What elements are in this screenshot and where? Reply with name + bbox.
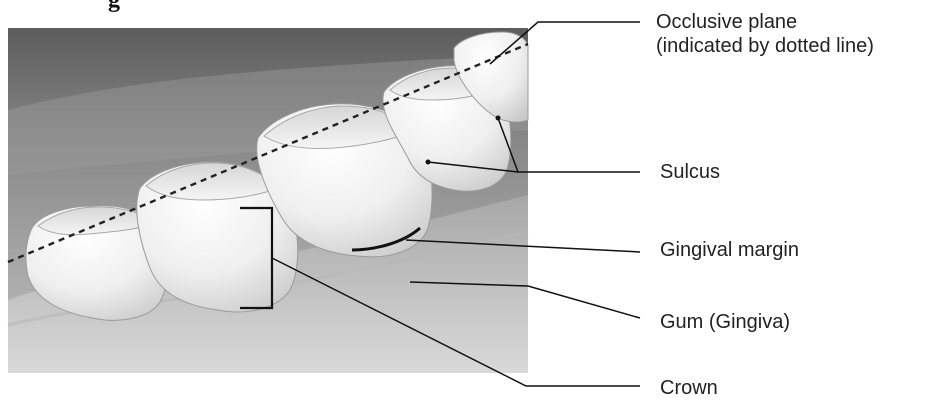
gingival-margin-label: Gingival margin — [660, 238, 799, 262]
occlusive-plane-label: Occlusive plane (indicated by dotted lin… — [656, 10, 874, 58]
occlusive-plane-label-line-1: Occlusive plane — [656, 10, 874, 34]
gum-label: Gum (Gingiva) — [660, 310, 790, 334]
figure-heading-fragment: g — [108, 0, 120, 14]
occlusive-plane-label-line-2: (indicated by dotted line) — [656, 34, 874, 58]
sulcus-label: Sulcus — [660, 160, 720, 184]
crown-label: Crown — [660, 376, 718, 400]
